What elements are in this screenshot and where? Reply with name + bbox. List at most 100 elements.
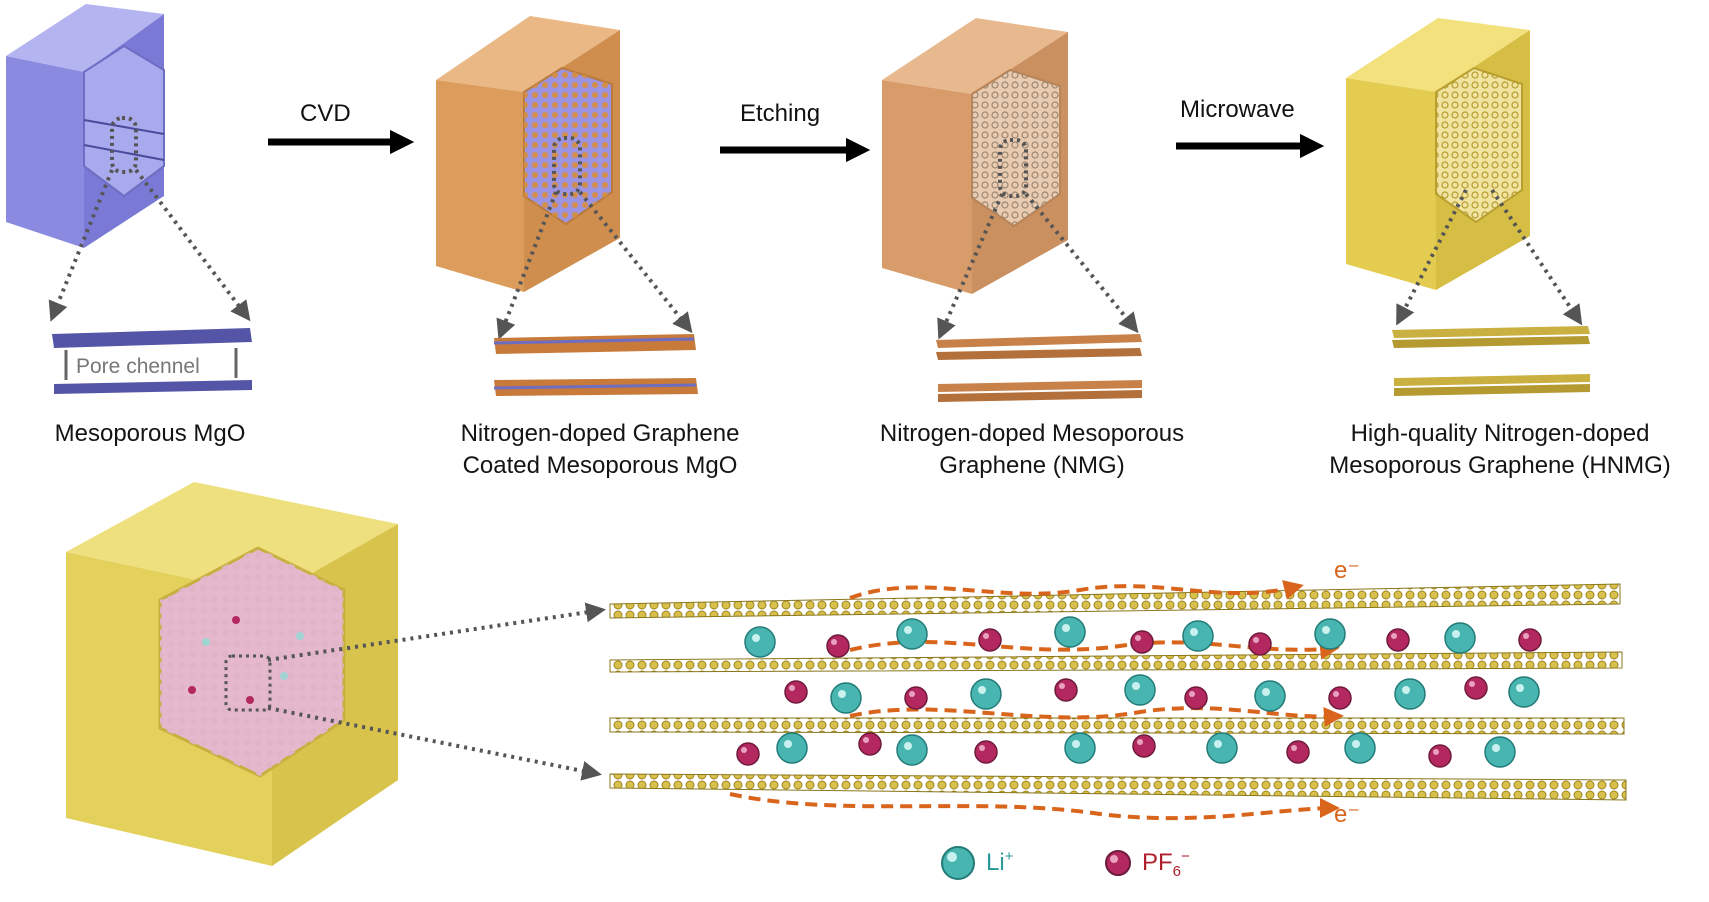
- pf6-ion: [1464, 676, 1488, 700]
- ion-highlight: [1469, 681, 1475, 687]
- pf6-ion: [784, 680, 808, 704]
- li-ion: [744, 626, 776, 658]
- li-ion: [1508, 676, 1540, 708]
- li-ion: [1182, 620, 1214, 652]
- li-ion: [1484, 736, 1516, 768]
- caption-line: Nitrogen-doped Graphene: [460, 420, 740, 447]
- ion-highlight: [909, 691, 915, 697]
- li-ion: [1394, 678, 1426, 710]
- nmg-slabs: [936, 334, 1142, 402]
- hnmg-zoom-lines: [1396, 188, 1583, 326]
- caption-line: Mesoporous Graphene (HNMG): [1329, 452, 1671, 479]
- legend-pf6-subscript: 6: [1172, 862, 1182, 880]
- pf6-ion: [1054, 678, 1078, 702]
- ion-highlight: [904, 742, 912, 750]
- legend-pf6-charge: −: [1181, 848, 1190, 865]
- caption-hnmg: High-quality Nitrogen-doped Mesoporous G…: [1300, 418, 1700, 482]
- legend-li-text: Li: [986, 849, 1005, 876]
- li-ion: [1054, 616, 1086, 648]
- ion-highlight: [1291, 745, 1297, 751]
- legend-pf6-label: PF6−: [1142, 848, 1190, 880]
- coated-zoom-lines: [496, 190, 693, 340]
- ion-highlight: [1135, 635, 1141, 641]
- ion-highlight: [1492, 744, 1500, 752]
- ion-highlight: [1190, 628, 1198, 636]
- li-ion: [830, 682, 862, 714]
- ion-highlight: [863, 737, 869, 743]
- li-ion: [1314, 618, 1346, 650]
- hnmg-electrolyte-cube: [66, 482, 398, 866]
- ion-highlight: [904, 626, 912, 634]
- li-ion: [970, 678, 1002, 710]
- graphene-layer-3: [609, 717, 1625, 735]
- ion-highlight: [831, 639, 837, 645]
- pf6-ion: [736, 742, 760, 766]
- pf6-ion: [826, 634, 850, 658]
- hnmg-slabs: [1392, 326, 1590, 396]
- ion-highlight: [1516, 684, 1524, 692]
- ion-highlight: [1452, 630, 1460, 638]
- li-ion: [896, 618, 928, 650]
- mgo-pore-slab: [52, 328, 252, 394]
- li-ion: [1444, 622, 1476, 654]
- pf6-ion: [1386, 628, 1410, 652]
- pf6-ion: [1184, 686, 1208, 710]
- li-ion: [1124, 674, 1156, 706]
- ion-highlight: [1262, 688, 1270, 696]
- pf6-ion: [1130, 630, 1154, 654]
- ion-highlight: [978, 686, 986, 694]
- electron-path-bottom: [729, 792, 1340, 821]
- ion-highlight: [1402, 686, 1410, 694]
- li-ion: [1254, 680, 1286, 712]
- ion-highlight: [1137, 739, 1143, 745]
- pf6-ion: [1286, 740, 1310, 764]
- pore-channel-label: Pore chennel: [72, 355, 204, 379]
- coated-cube: [436, 16, 620, 292]
- electron-path-middle: [849, 706, 1344, 728]
- ion-highlight: [838, 690, 846, 698]
- pf6-ion: [1428, 744, 1452, 768]
- ion-highlight: [1132, 682, 1140, 690]
- li-ion: [1344, 732, 1376, 764]
- ion-highlight: [1189, 691, 1195, 697]
- ion-highlight: [1433, 749, 1439, 755]
- ion-highlight: [1062, 624, 1070, 632]
- ion-highlight: [1523, 633, 1529, 639]
- pf6-ion: [1518, 628, 1542, 652]
- caption-line: Mesoporous MgO: [54, 420, 246, 447]
- caption-line: High-quality Nitrogen-doped: [1350, 420, 1650, 447]
- caption-mesoporous-mgo: Mesoporous MgO: [0, 418, 300, 450]
- nmg-zoom-lines: [937, 192, 1139, 340]
- li-ion: [896, 734, 928, 766]
- nmg-cube: [882, 18, 1068, 294]
- ion-highlight: [1391, 633, 1397, 639]
- ion-highlight: [1322, 626, 1330, 634]
- legend-li-label: Li+: [986, 848, 1013, 877]
- pf6-ion: [1248, 632, 1272, 656]
- bottom-zoom-lines: [267, 602, 606, 781]
- pf6-ion: [904, 686, 928, 710]
- electron-label-top: e⁻: [1334, 557, 1361, 584]
- electron-path-top: [849, 580, 1340, 660]
- pf6-ion: [1132, 734, 1156, 758]
- ion-highlight: [1352, 740, 1360, 748]
- legend-pf6-text: PF: [1142, 849, 1173, 876]
- ion-highlight: [1072, 740, 1080, 748]
- li-ion: [776, 732, 808, 764]
- ion-highlight: [741, 747, 747, 753]
- electron-label-bottom: e⁻: [1334, 801, 1361, 828]
- arrow-label-microwave: Microwave: [1180, 96, 1295, 123]
- graphene-layer-2: [609, 651, 1623, 673]
- li-ion: [1206, 732, 1238, 764]
- pf6-ion: [978, 628, 1002, 652]
- coated-slabs: [493, 334, 698, 396]
- pf6-ion: [974, 740, 998, 764]
- caption-line: Coated Mesoporous MgO: [462, 452, 738, 479]
- ions: [736, 616, 1542, 768]
- graphene-layer-4: [609, 773, 1627, 801]
- ion-highlight: [1059, 683, 1065, 689]
- hnmg-cube: [1346, 18, 1530, 290]
- ion-highlight: [752, 634, 760, 642]
- caption-nmg: Nitrogen-doped Mesoporous Graphene (NMG): [862, 418, 1202, 482]
